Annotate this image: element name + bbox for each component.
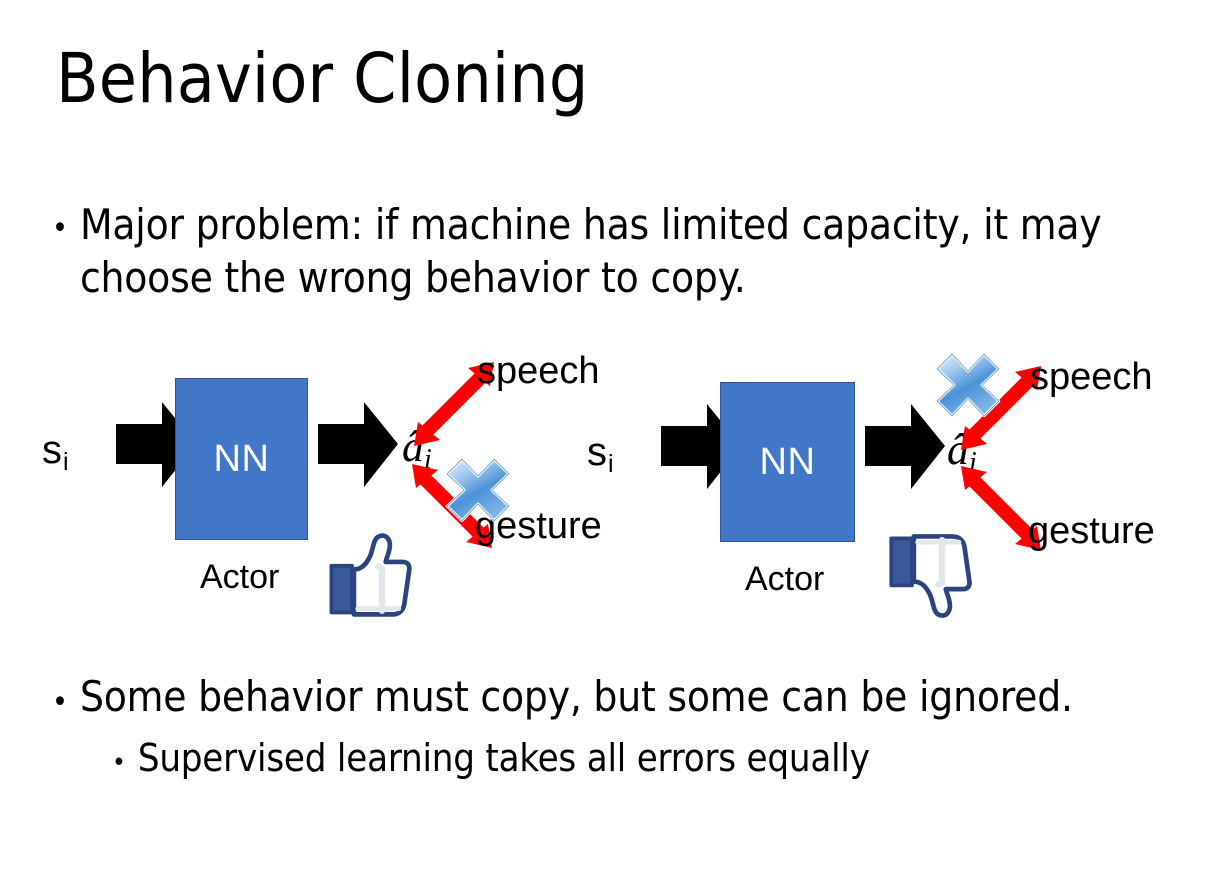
state-label-left: si bbox=[42, 428, 69, 476]
state-label-right: si bbox=[587, 430, 614, 478]
nn-box-right: NN bbox=[720, 382, 855, 542]
bullet-bottom-level1-text: Some behavior must copy, but some can be… bbox=[79, 672, 1073, 721]
outcome-label-speech-right: speech bbox=[1030, 356, 1153, 398]
outcome-label-speech-left: speech bbox=[477, 350, 600, 392]
nn-box-left: NN bbox=[175, 378, 308, 540]
bullet-marker-icon: • bbox=[52, 685, 68, 720]
red-arrow-speech-right bbox=[955, 362, 1047, 454]
actor-caption-left: Actor bbox=[200, 558, 280, 596]
bullet-bottom-level1: • Some behavior must copy, but some can … bbox=[52, 672, 1162, 722]
outcome-label-gesture-right: gesture bbox=[1028, 510, 1155, 552]
red-arrow-gesture-right bbox=[955, 462, 1047, 554]
output-arrow-right bbox=[865, 404, 945, 489]
bullet-bottom-level2-text: Supervised learning takes all errors equ… bbox=[137, 736, 870, 780]
bullet-marker-icon: • bbox=[52, 211, 68, 246]
diagram-right: si NN Actor âi bbox=[565, 340, 1165, 640]
cross-mark-icon-gesture-left bbox=[443, 455, 513, 525]
nn-box-label: NN bbox=[759, 441, 816, 483]
page-title: Behavior Cloning bbox=[56, 39, 589, 119]
bullet-top: • Major problem: if machine has limited … bbox=[52, 198, 1112, 305]
actor-caption-right: Actor bbox=[745, 560, 825, 598]
thumbs-up-icon bbox=[320, 532, 414, 620]
thumbs-down-icon bbox=[880, 528, 974, 622]
red-arrow-speech-left bbox=[408, 358, 500, 450]
cross-mark-icon-speech-right bbox=[933, 350, 1003, 420]
diagram-left: si NN Actor âi bbox=[20, 340, 620, 640]
bullet-bottom-level2: • Supervised learning takes all errors e… bbox=[112, 736, 1162, 782]
nn-box-label: NN bbox=[213, 438, 270, 480]
output-arrow-left bbox=[318, 402, 398, 487]
bullet-top-text: Major problem: if machine has limited ca… bbox=[79, 200, 1102, 303]
bullet-marker-icon: • bbox=[112, 748, 126, 778]
